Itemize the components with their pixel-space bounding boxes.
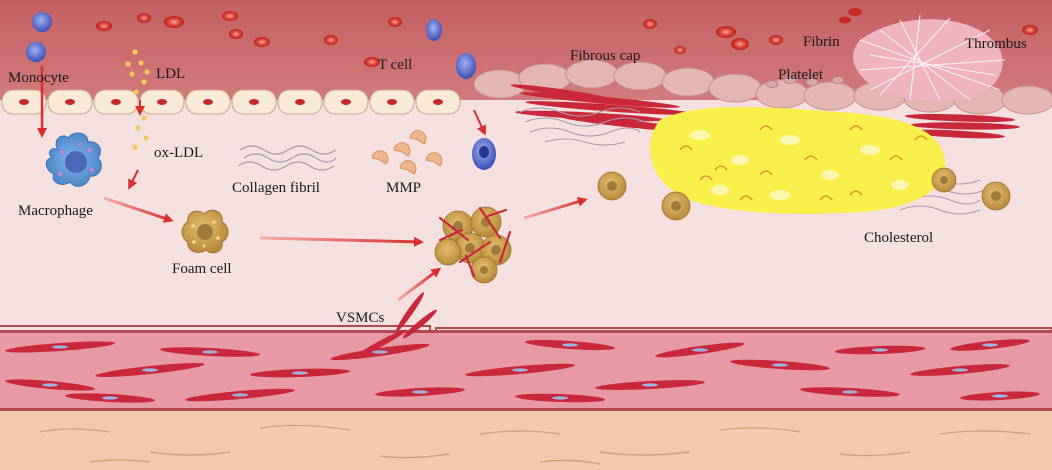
plaque-endothelium [473,59,1052,115]
label-mmp: MMP [386,180,421,196]
red-blood-cells [96,11,1038,67]
label-cholesterol: Cholesterol [864,230,933,246]
label-monocyte: Monocyte [8,70,69,86]
adventitia [0,411,1052,470]
media-lower-border [0,408,1052,411]
label-ldl: LDL [156,66,185,82]
foam-cell-single [181,209,229,254]
ldl-particles [125,49,150,150]
mmp-icon [371,130,443,175]
fibrous-cap-smc [510,84,1020,139]
internal-elastic-lamina [0,325,1052,335]
label-macrophage: Macrophage [18,203,93,219]
label-t-cell: T cell [378,57,412,73]
adventitia-fibers [39,424,1031,465]
media-border [0,330,1052,333]
label-fibrous-cap: Fibrous cap [570,48,640,64]
macrophage-cell [45,132,102,187]
platelets [765,76,845,88]
t-cells [426,19,496,170]
label-platelet: Platelet [778,67,824,83]
lipid-core [650,107,946,214]
label-thrombus: Thrombus [965,36,1027,52]
collagen-fibril-icon [237,145,337,171]
thrombus [839,8,1006,102]
label-ox-ldl: ox-LDL [154,145,203,161]
label-collagen-fibril: Collagen fibril [232,180,320,196]
endothelium [1,89,461,115]
process-arrows [37,66,588,302]
label-foam-cell: Foam cell [172,261,232,277]
label-fibrin: Fibrin [803,34,840,50]
migrating-vsmcs [353,292,437,359]
foam-cell-cluster [434,206,512,284]
monocytes [26,12,52,62]
media-smooth-muscle [5,339,1040,403]
label-vsmcs: VSMCs [336,310,385,326]
plaque-foam-cells [597,167,1011,221]
